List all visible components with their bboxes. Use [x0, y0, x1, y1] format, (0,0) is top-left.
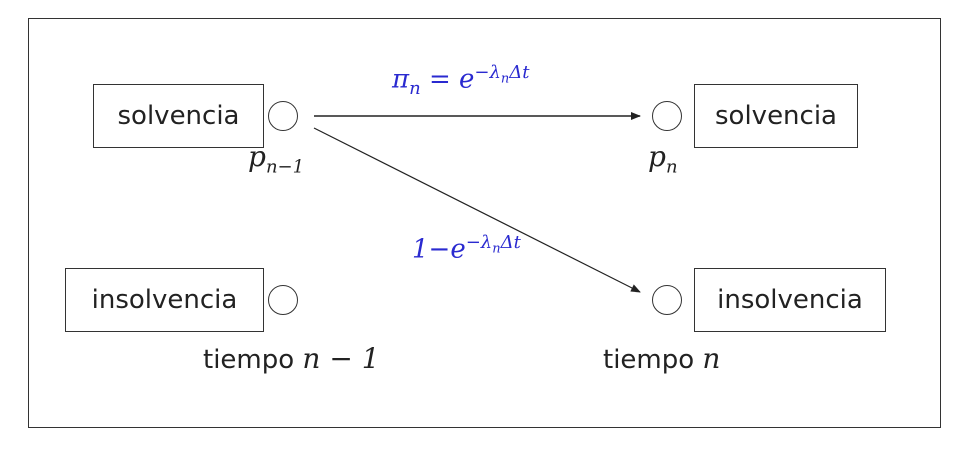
node-solvency-prev	[268, 101, 298, 131]
state-box-solvency-prev: solvencia	[93, 84, 264, 148]
state-label: insolvencia	[717, 285, 863, 315]
node-insolvency-curr	[652, 285, 682, 315]
time-label-curr: tiempo n	[603, 342, 721, 375]
node-solvency-curr	[652, 101, 682, 131]
state-label: solvencia	[117, 101, 240, 131]
state-box-insolvency-curr: insolvencia	[694, 268, 886, 332]
state-box-solvency-curr: solvencia	[694, 84, 858, 148]
state-label: insolvencia	[91, 285, 238, 315]
prob-label-curr: pn	[648, 140, 678, 178]
time-label-prev: tiempo n − 1	[203, 342, 380, 375]
state-box-insolvency-prev: insolvencia	[65, 268, 264, 332]
state-label: solvencia	[715, 101, 837, 131]
node-insolvency-prev	[268, 285, 298, 315]
prob-survival: πn = e−λnΔt	[392, 62, 530, 99]
prob-default: 1−e−λnΔt	[412, 232, 521, 265]
prob-label-prev: pn−1	[248, 140, 305, 178]
arrow-solvency-to-insolvency	[313, 127, 641, 293]
